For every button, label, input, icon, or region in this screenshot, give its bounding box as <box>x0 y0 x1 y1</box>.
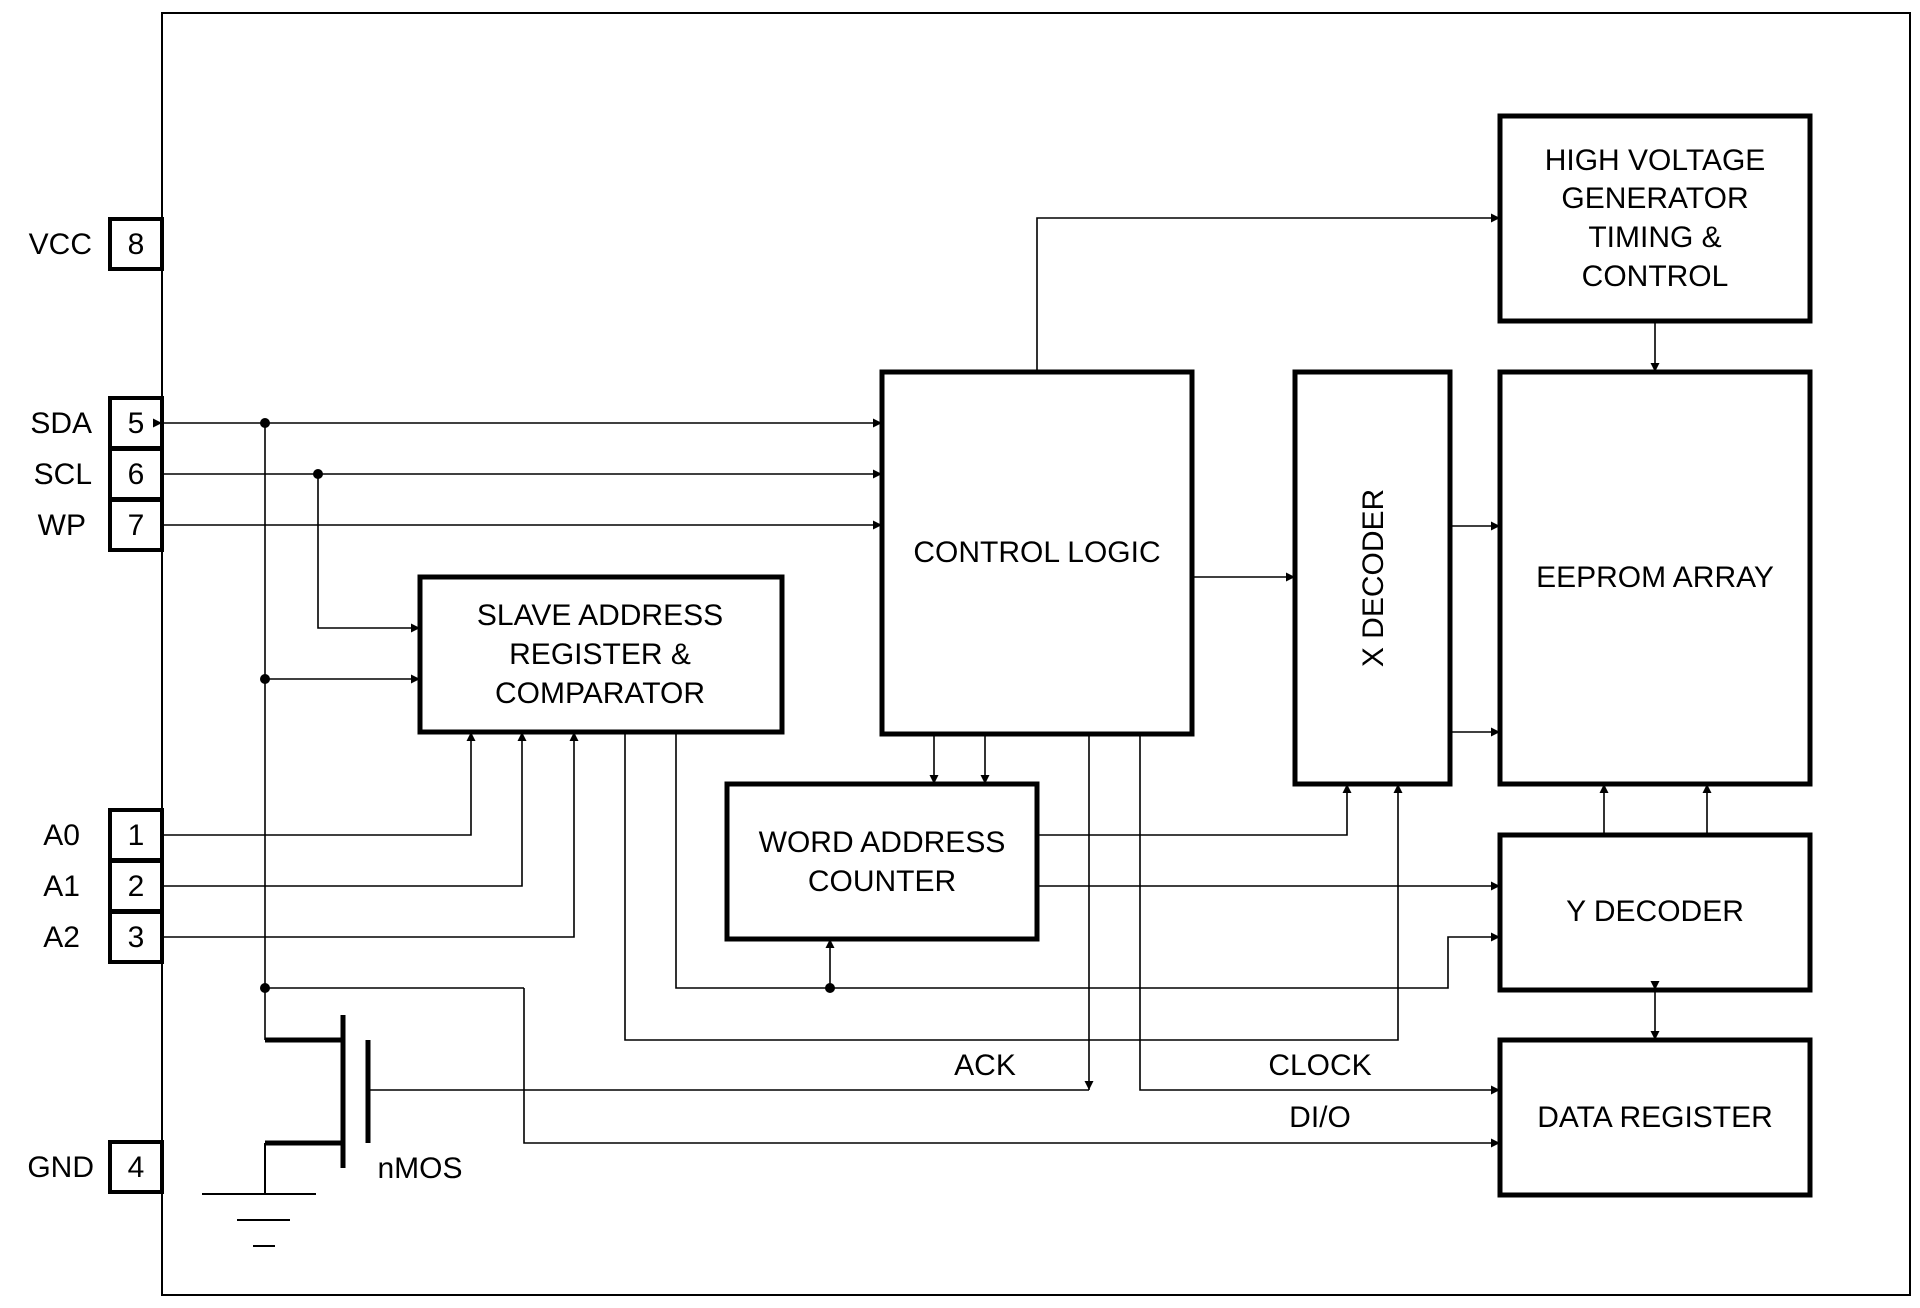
pin-wp-name: WP <box>38 509 86 542</box>
block-high-voltage-generator: HIGH VOLTAGE GENERATOR TIMING & CONTROL <box>1497 113 1813 324</box>
pin-vcc-name: VCC <box>29 228 92 261</box>
block-word-address-counter: WORD ADDRESS COUNTER <box>724 781 1040 942</box>
pin-vcc-number: 8 <box>128 228 145 261</box>
block-y-decoder: Y DECODER <box>1497 832 1813 993</box>
dio-label: DI/O <box>1289 1101 1351 1134</box>
pin-wp: 7 WP <box>38 498 164 552</box>
pin-a2-name: A2 <box>43 921 80 954</box>
a2-to-slave <box>162 732 579 938</box>
block-data-register: DATA REGISTER <box>1497 1037 1813 1198</box>
pin-a1: 2 A1 <box>43 859 164 913</box>
pin-wp-number: 7 <box>128 509 145 542</box>
pin-a0-number: 1 <box>128 819 145 852</box>
nmos-transistor <box>264 1015 371 1194</box>
dio-line <box>523 988 1500 1148</box>
control-logic-label: CONTROL LOGIC <box>913 536 1160 569</box>
pin-sda-number: 5 <box>128 407 145 440</box>
pin-a0-name: A0 <box>43 819 80 852</box>
pin-scl-name: SCL <box>34 458 92 491</box>
scl-to-slave <box>317 474 420 633</box>
data-register-label: DATA REGISTER <box>1537 1101 1773 1134</box>
block-control-logic: CONTROL LOGIC <box>879 369 1195 737</box>
pin-sda: 5 SDA <box>30 396 164 450</box>
pin-gnd: 4 GND <box>27 1140 164 1194</box>
pin-a2: 3 A2 <box>43 910 164 964</box>
x-decoder-label: X DECODER <box>1357 489 1390 667</box>
a0-to-slave <box>162 732 476 836</box>
word-line-1: WORD ADDRESS <box>759 826 1006 859</box>
pin-vcc: 8 VCC <box>29 217 164 271</box>
pin-scl-number: 6 <box>128 458 145 491</box>
pin-a2-number: 3 <box>128 921 145 954</box>
slave-line-3: COMPARATOR <box>495 677 705 710</box>
slave-line-2: REGISTER & <box>509 638 691 671</box>
hv-line-2: GENERATOR <box>1561 182 1748 215</box>
slave-to-ydec-bus <box>675 732 1500 989</box>
block-x-decoder: X DECODER <box>1292 369 1453 787</box>
chip-outline <box>161 12 1911 1296</box>
slave-line-1: SLAVE ADDRESS <box>477 599 723 632</box>
pin-scl: 6 SCL <box>34 447 164 501</box>
eeprom-array-label: EEPROM ARRAY <box>1536 561 1774 594</box>
ground-symbol <box>202 1193 316 1247</box>
wires <box>153 213 1712 1148</box>
junctions <box>260 418 835 993</box>
pin-a1-number: 2 <box>128 870 145 903</box>
slave-to-xdec <box>624 732 1403 1041</box>
a1-to-slave <box>162 732 527 887</box>
pin-a0: 1 A0 <box>43 808 164 862</box>
ack-label: ACK <box>954 1049 1016 1082</box>
pin-sda-name: SDA <box>30 407 92 440</box>
hv-line-4: CONTROL <box>1582 260 1729 293</box>
hv-line-1: HIGH VOLTAGE <box>1545 144 1766 177</box>
pin-gnd-name: GND <box>27 1151 94 1184</box>
clock-line <box>1139 734 1500 1095</box>
block-slave-address-register: SLAVE ADDRESS REGISTER & COMPARATOR <box>417 574 785 735</box>
block-eeprom-array: EEPROM ARRAY <box>1497 369 1813 787</box>
control-to-hv <box>1036 213 1500 372</box>
y-decoder-label: Y DECODER <box>1566 895 1744 928</box>
pin-a1-name: A1 <box>43 870 80 903</box>
hv-line-3: TIMING & <box>1588 221 1721 254</box>
pin-gnd-number: 4 <box>128 1151 145 1184</box>
word-to-xdec <box>1037 784 1352 836</box>
clock-label: CLOCK <box>1268 1049 1371 1082</box>
nmos-label: nMOS <box>377 1152 462 1185</box>
word-line-2: COUNTER <box>808 865 956 898</box>
